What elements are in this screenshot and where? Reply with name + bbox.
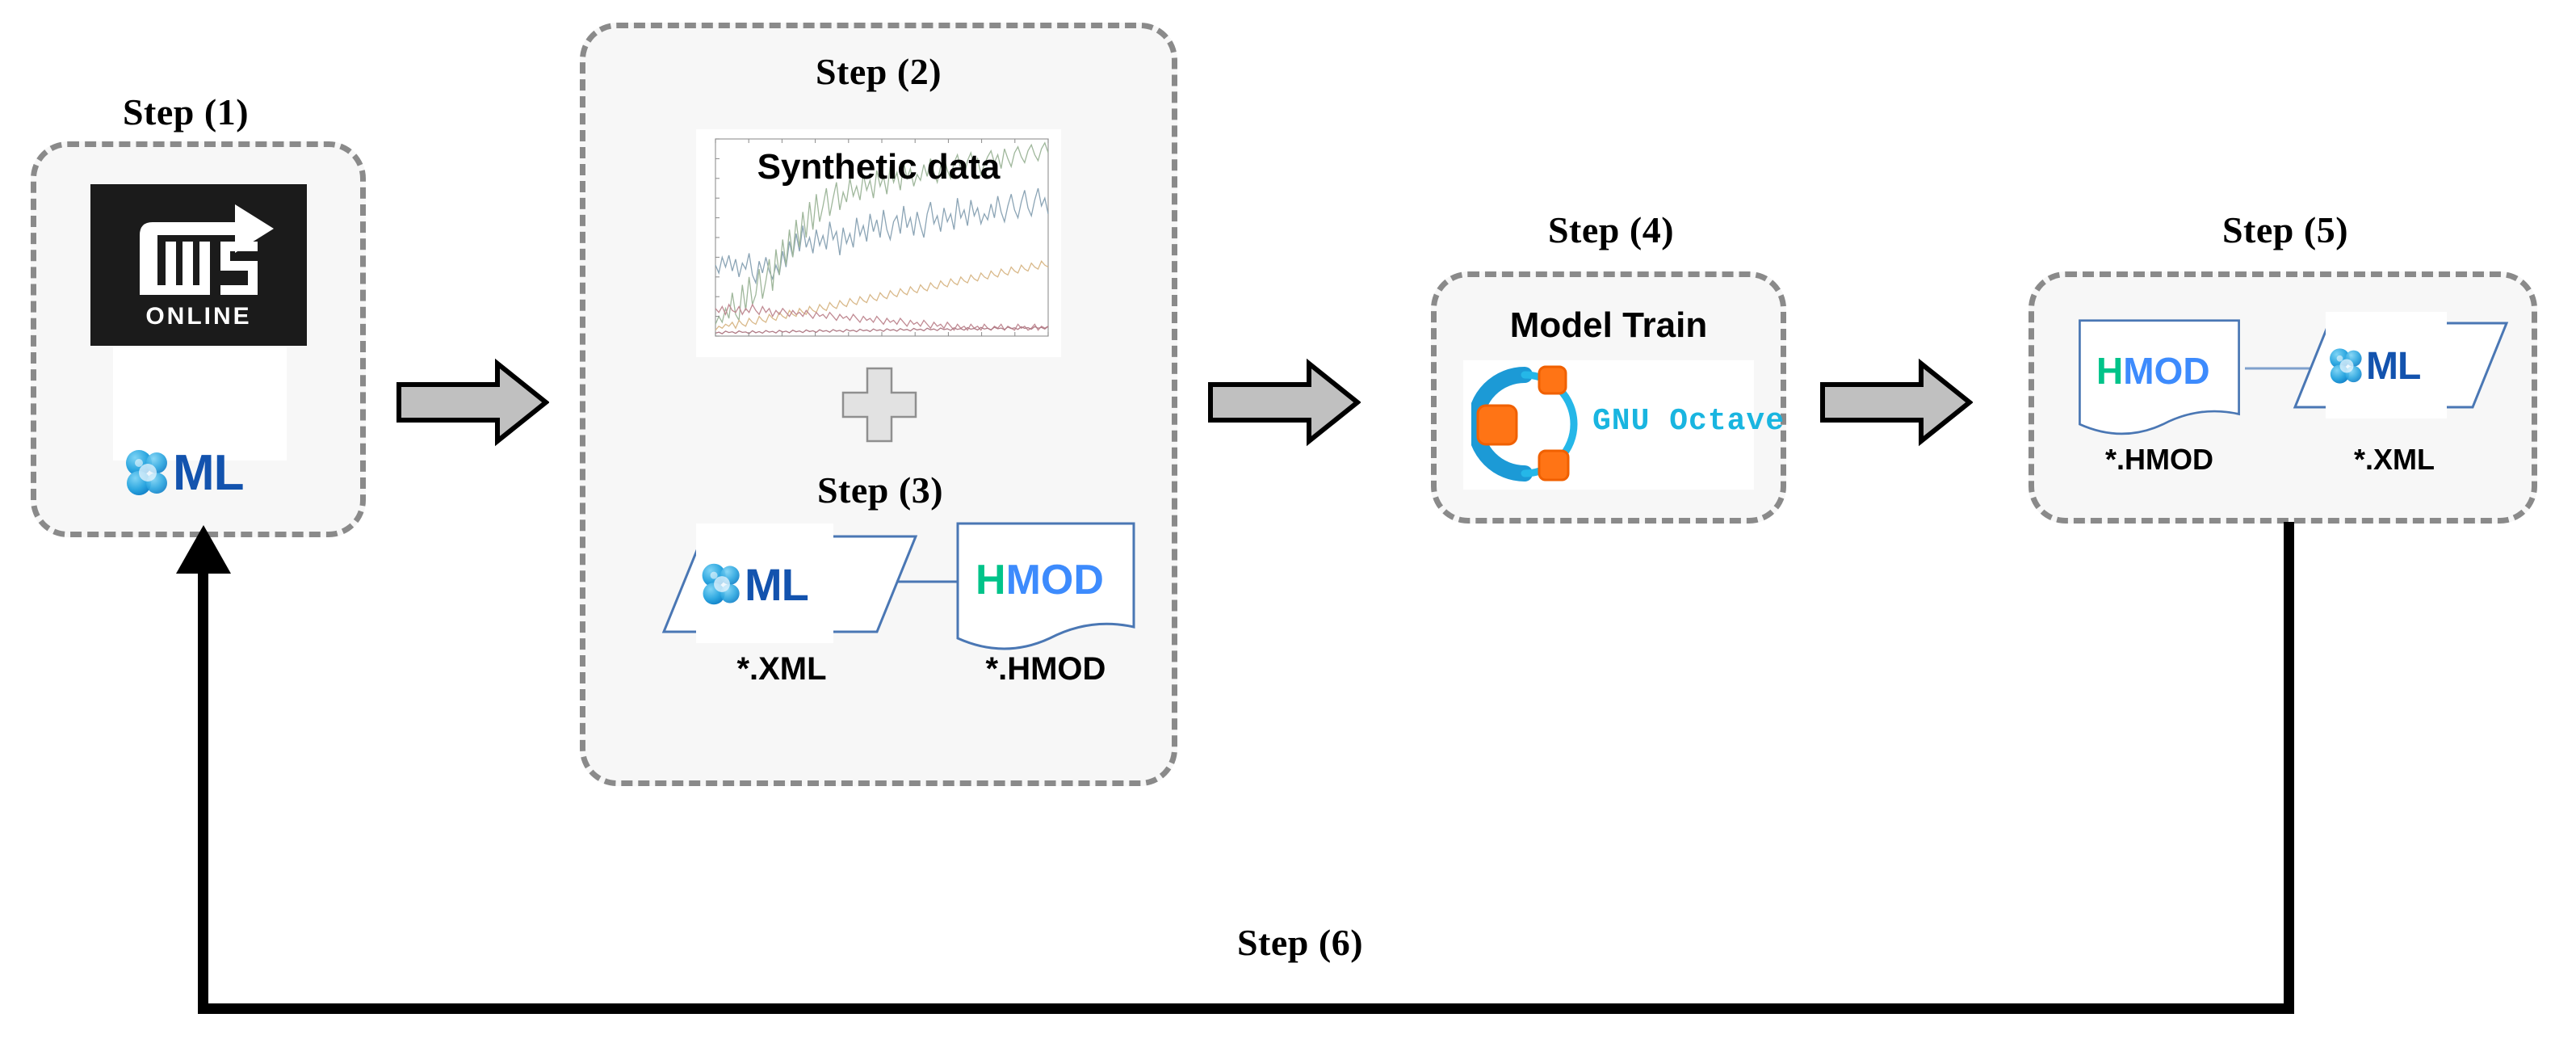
sbml-s-icon — [2330, 348, 2362, 384]
step-1-label: Step (1) — [122, 91, 250, 132]
sbml-logo-text: ML — [2366, 344, 2421, 388]
sbml-logo-text: ML — [173, 444, 245, 501]
step-1-sbml-panel — [113, 347, 287, 461]
feedback-arrowhead-icon — [176, 525, 231, 574]
step-5-source-caption: *.HMOD — [2105, 443, 2213, 476]
arrow-step1-to-step2 — [396, 358, 549, 447]
sbml-logo-step5: ML — [2327, 343, 2421, 389]
step-3-hmod-document — [956, 522, 1135, 650]
sbml-s-icon — [702, 563, 740, 605]
step-3-target-caption: *.HMOD — [985, 651, 1106, 687]
model-train-heading: Model Train — [1509, 305, 1708, 345]
synthetic-data-chart — [696, 129, 1061, 357]
step-5-container[interactable] — [2028, 271, 2537, 524]
svg-text:ONLINE: ONLINE — [145, 303, 251, 330]
sbml-logo-step3: ML — [699, 557, 809, 611]
step-5-hmod-document — [2079, 319, 2240, 435]
feedback-line-vertical-left — [198, 566, 208, 1013]
feedback-line-horizontal — [198, 1003, 2294, 1014]
chart-series-series-5 — [715, 326, 1049, 334]
gnu-octave-wordmark: GNU Octave — [1592, 404, 1785, 439]
jws-online-logo: ONLINE — [90, 184, 307, 346]
step-5-target-caption: *.XML — [2353, 443, 2435, 476]
synthetic-data-title: Synthetic data — [757, 147, 1001, 187]
step-5-label: Step (5) — [2221, 209, 2349, 250]
chart-series-series-3 — [715, 260, 1049, 331]
hmod-h: H — [2096, 350, 2124, 392]
step-3-source-caption: *.XML — [736, 651, 827, 687]
step-3-label: Step (3) — [816, 469, 944, 511]
arrow-step2-to-step4 — [1208, 358, 1361, 447]
step-2-label: Step (2) — [815, 51, 942, 92]
hmod-h: H — [975, 557, 1006, 604]
sbml-s-icon — [126, 450, 167, 495]
step-4-label: Step (4) — [1547, 209, 1675, 250]
hmod-mod: MOD — [1005, 557, 1104, 604]
sbml-logo-step1: ML — [123, 443, 245, 503]
sbml-logo-text: ML — [745, 558, 809, 610]
gnu-octave-logo — [1471, 365, 1578, 482]
combine-plus-icon — [841, 367, 917, 443]
arrow-step4-to-step5 — [1820, 358, 1973, 447]
chart-series-series-2 — [715, 141, 1049, 325]
step-6-label: Step (6) — [1236, 922, 1364, 963]
jws-online-glyph: ONLINE — [98, 188, 300, 342]
hmod-mod: MOD — [2123, 350, 2210, 392]
feedback-line-vertical-right — [2284, 522, 2294, 1013]
